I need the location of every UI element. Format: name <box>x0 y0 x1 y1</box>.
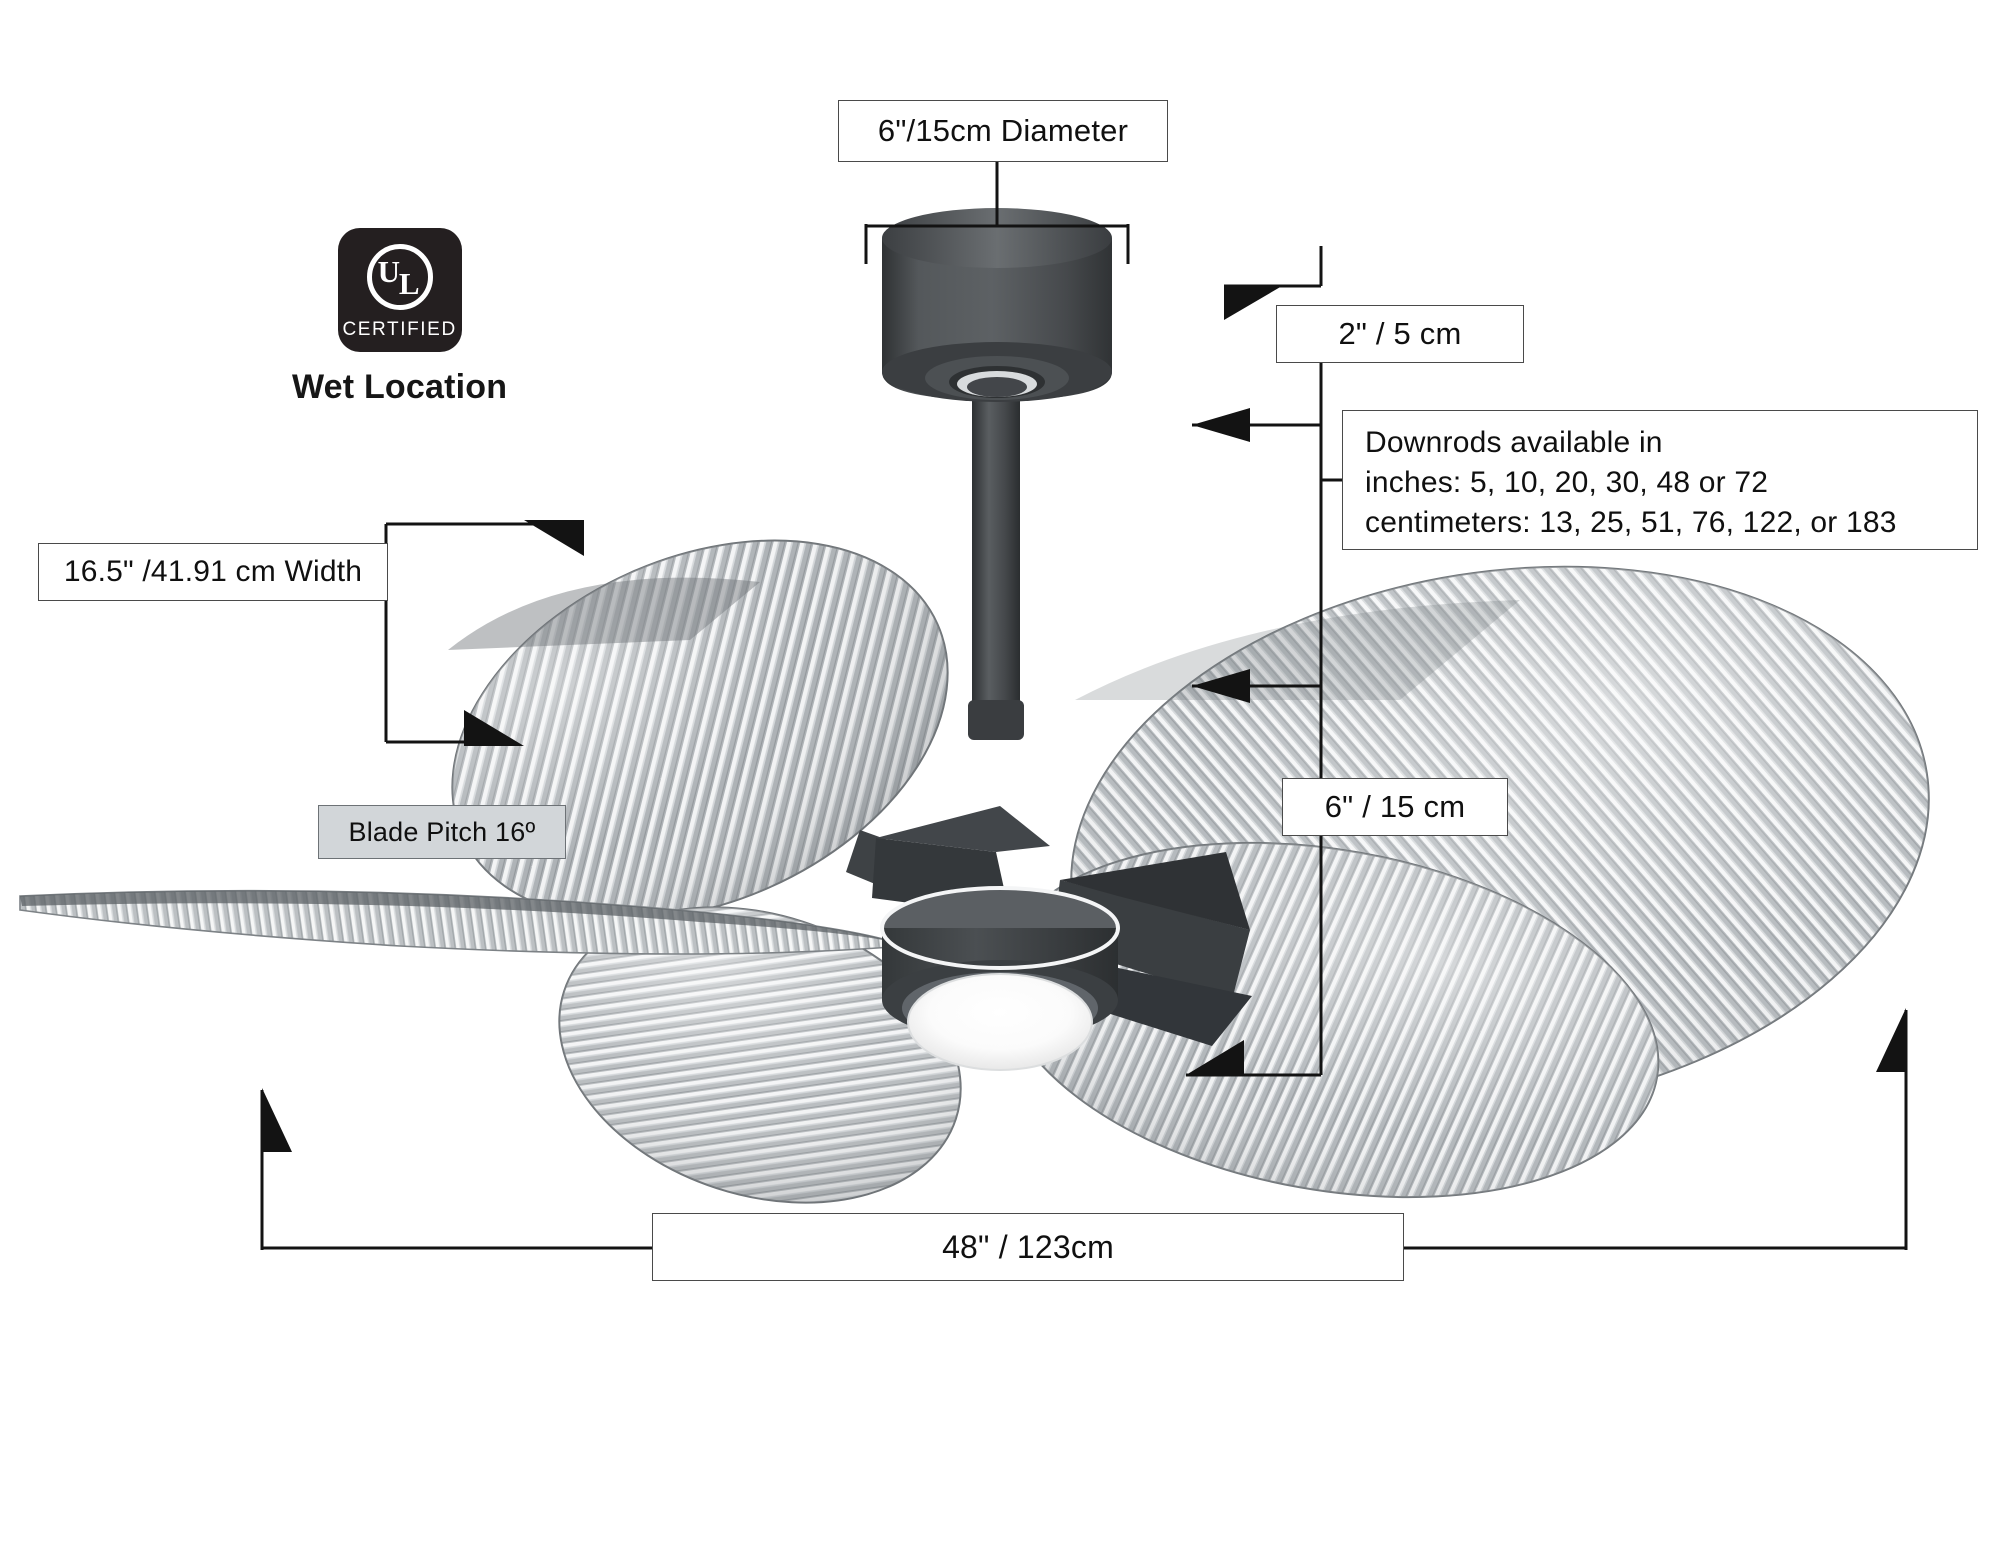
downrods-line-2: inches: 5, 10, 20, 30, 48 or 72 <box>1365 465 1769 499</box>
certification-block: U L CERTIFIED Wet Location <box>292 228 507 407</box>
downrod <box>968 390 1024 740</box>
callout-blade-pitch: Blade Pitch 16º <box>318 805 566 859</box>
callout-blade-width: 16.5" /41.91 cm Width <box>38 543 388 601</box>
ul-certified-label: CERTIFIED <box>342 318 457 340</box>
callout-canopy-diameter: 6"/15cm Diameter <box>838 100 1168 162</box>
callout-blade-depth: 6" / 15 cm <box>1282 778 1508 836</box>
downrods-line-1: Downrods available in <box>1365 426 1663 459</box>
led-light-kit <box>902 972 1098 1071</box>
downrods-line-3: centimeters: 13, 25, 51, 76, 122, or 183 <box>1365 505 1897 539</box>
fan-blade-upper-left <box>448 539 960 921</box>
callout-overall-span: 48" / 123cm <box>652 1213 1404 1281</box>
callout-downrods: Downrods available in inches: 5, 10, 20,… <box>1342 410 1978 550</box>
fan-blade-lower-center <box>558 906 962 1204</box>
ul-certified-badge: U L CERTIFIED <box>337 228 462 352</box>
ul-logo-icon: U L <box>366 243 433 310</box>
ul-letter-l: L <box>398 265 420 301</box>
ul-letter-u: U <box>377 253 400 289</box>
callout-canopy-height: 2" / 5 cm <box>1276 305 1524 363</box>
wet-location-label: Wet Location <box>292 368 508 406</box>
fan-blade-left-edge-on <box>19 889 906 955</box>
ceiling-canopy <box>882 208 1112 402</box>
